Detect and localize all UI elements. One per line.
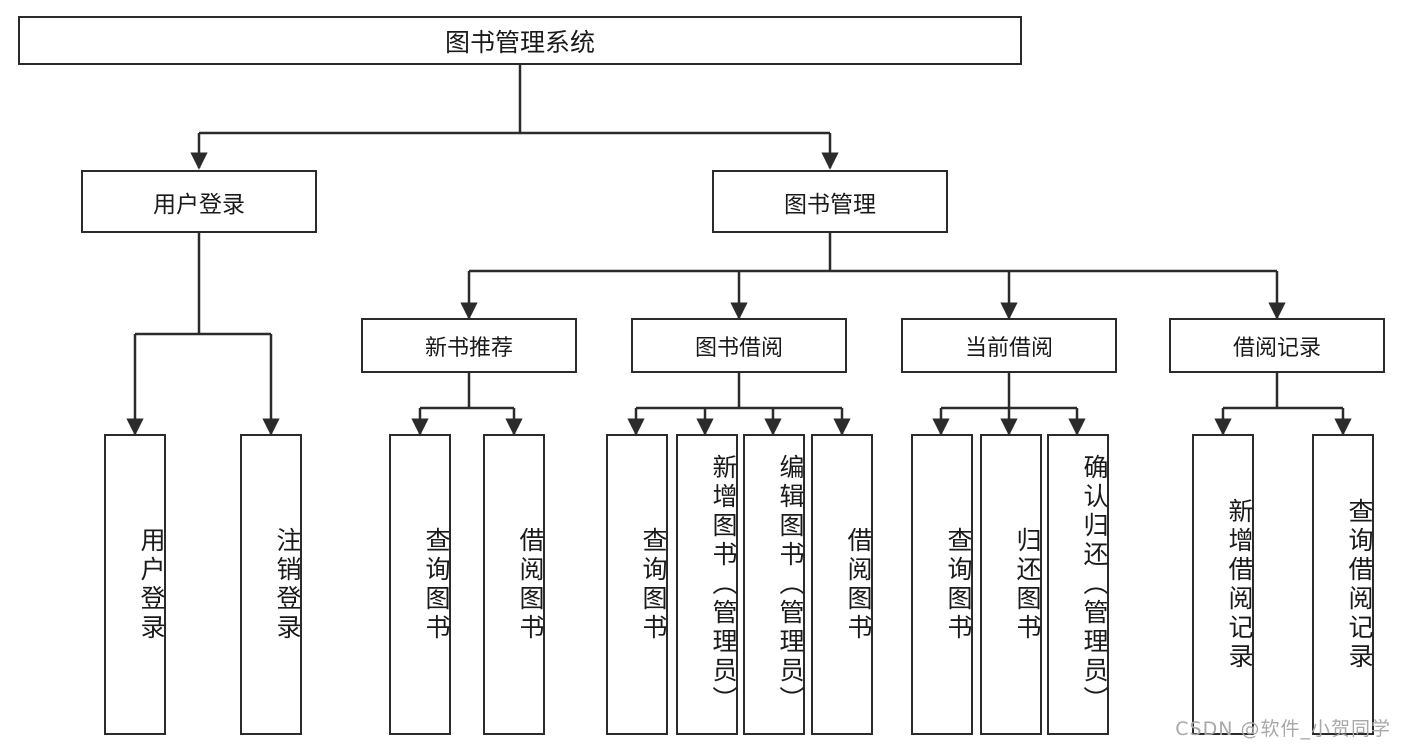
leaf-user-login[interactable]: 用户登录 (104, 434, 166, 735)
leaf-query-book-recommend[interactable]: 查询图书 (389, 434, 451, 735)
leaf-logout-label: 注销登录 (273, 526, 302, 643)
leaf-borrow-book-recommend[interactable]: 借阅图书 (483, 434, 545, 735)
node-user-login[interactable]: 用户登录 (81, 170, 317, 233)
leaf-add-book-admin[interactable]: 新增图书（管理员） (676, 434, 738, 735)
node-borrow-records-label: 借阅记录 (1232, 335, 1321, 361)
node-user-login-label: 用户登录 (153, 191, 245, 218)
node-book-management-label: 图书管理 (784, 191, 876, 218)
leaf-logout[interactable]: 注销登录 (240, 434, 302, 735)
node-borrow-records[interactable]: 借阅记录 (1169, 318, 1385, 373)
node-root-system-label: 图书管理系统 (444, 27, 595, 57)
leaf-borrow-book-label: 借阅图书 (844, 526, 873, 643)
node-book-borrow[interactable]: 图书借阅 (631, 318, 847, 373)
node-book-borrow-label: 图书借阅 (694, 335, 783, 361)
leaf-add-borrow-record[interactable]: 新增借阅记录 (1192, 434, 1254, 735)
leaf-user-login-label: 用户登录 (137, 526, 166, 643)
leaf-query-book-current-label: 查询图书 (944, 526, 973, 643)
leaf-query-borrow-record-label: 查询借阅记录 (1345, 497, 1374, 672)
watermark-text: CSDN @软件_小贺同学 (1175, 718, 1391, 740)
node-new-book-recommend-label: 新书推荐 (424, 335, 513, 361)
leaf-borrow-book[interactable]: 借阅图书 (811, 434, 873, 735)
leaf-return-book-label: 归还图书 (1013, 526, 1042, 643)
leaf-query-book-borrow[interactable]: 查询图书 (606, 434, 668, 735)
leaf-edit-book-admin[interactable]: 编辑图书（管理员） (743, 434, 805, 735)
leaf-return-book[interactable]: 归还图书 (980, 434, 1042, 735)
leaf-add-borrow-record-label: 新增借阅记录 (1225, 497, 1254, 672)
node-current-borrow[interactable]: 当前借阅 (901, 318, 1117, 373)
node-book-management[interactable]: 图书管理 (712, 170, 948, 233)
leaf-confirm-return-admin-label: 确认归还（管理员） (1080, 454, 1109, 715)
node-root-system[interactable]: 图书管理系统 (18, 16, 1022, 65)
leaf-borrow-book-recommend-label: 借阅图书 (516, 526, 545, 643)
node-new-book-recommend[interactable]: 新书推荐 (361, 318, 577, 373)
leaf-confirm-return-admin[interactable]: 确认归还（管理员） (1047, 434, 1109, 735)
leaf-query-book-current[interactable]: 查询图书 (911, 434, 973, 735)
leaf-query-borrow-record[interactable]: 查询借阅记录 (1312, 434, 1374, 735)
leaf-add-book-admin-label: 新增图书（管理员） (709, 454, 738, 715)
node-current-borrow-label: 当前借阅 (964, 335, 1053, 361)
leaf-query-book-recommend-label: 查询图书 (422, 526, 451, 643)
leaf-edit-book-admin-label: 编辑图书（管理员） (776, 454, 805, 715)
leaf-query-book-borrow-label: 查询图书 (639, 526, 668, 643)
